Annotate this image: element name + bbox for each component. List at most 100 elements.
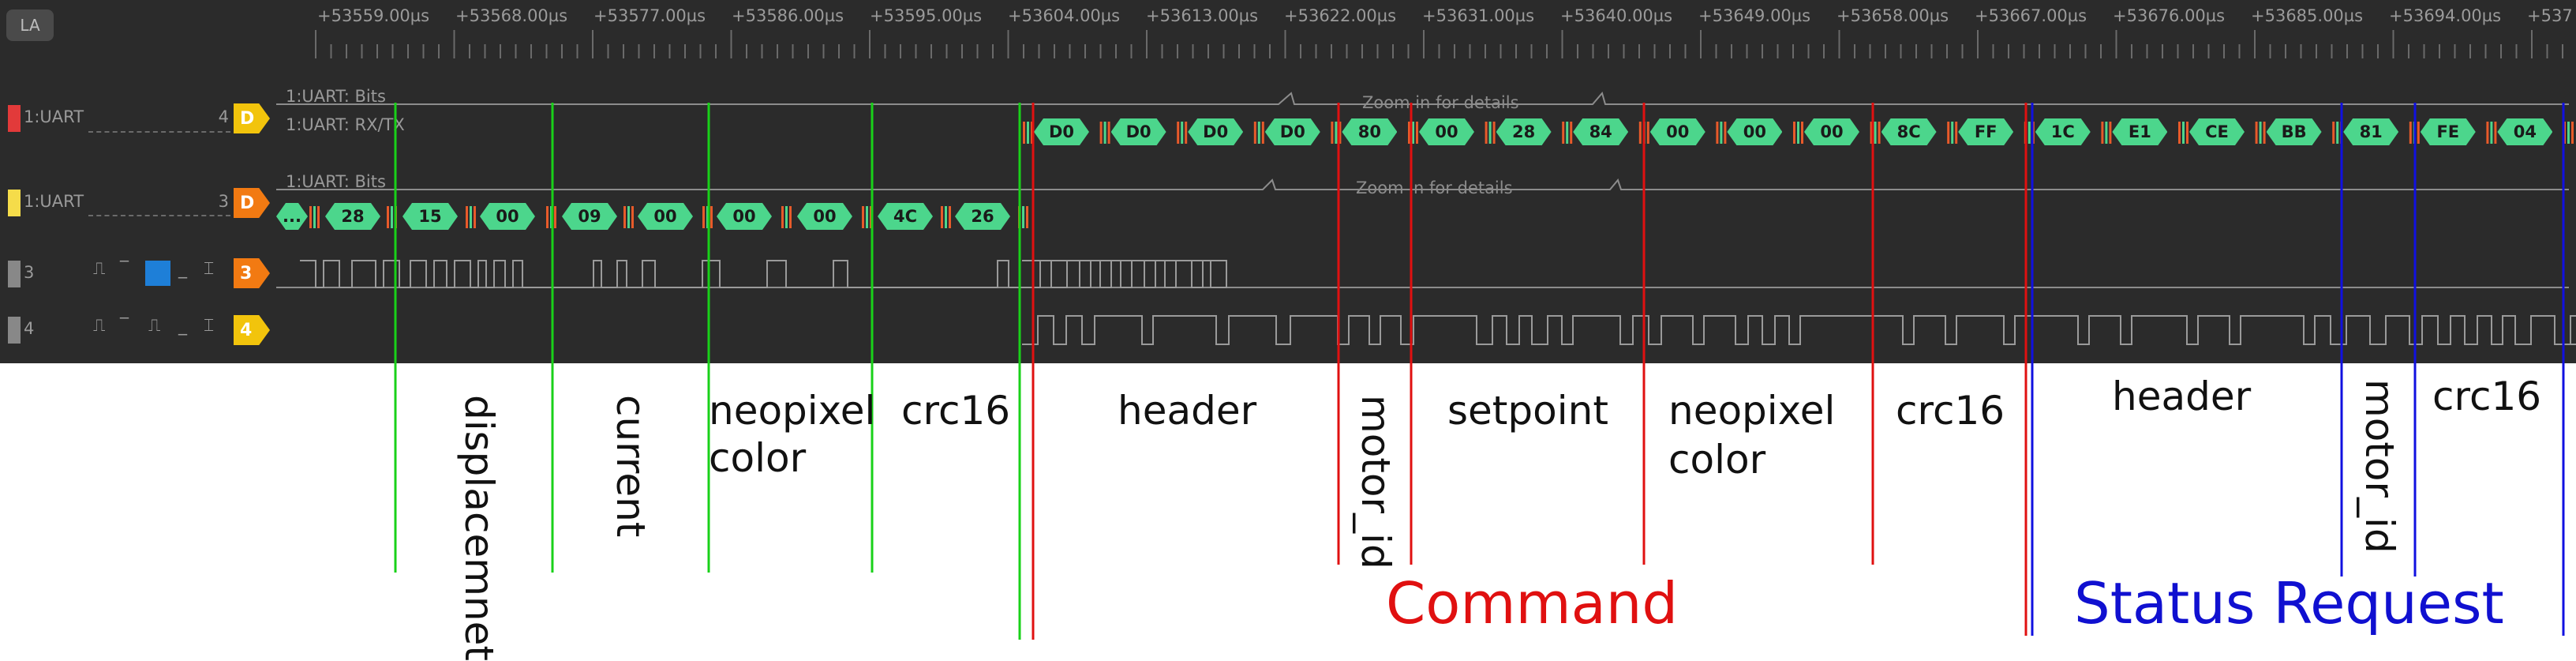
bit-edge-marker bbox=[1878, 122, 1881, 144]
uart-byte[interactable]: 00 bbox=[1650, 118, 1705, 145]
ruler-tick-label: +537 bbox=[2527, 6, 2573, 25]
uart-byte[interactable]: CE bbox=[2189, 118, 2245, 145]
bit-edge-marker bbox=[2178, 122, 2181, 144]
bit-edge-marker bbox=[1947, 122, 1950, 144]
uart-byte[interactable]: FF bbox=[1958, 118, 2013, 145]
uart-byte[interactable]: 00 bbox=[1419, 118, 1474, 145]
trigger-any-edge-icon[interactable]: ⌶ bbox=[204, 259, 215, 279]
bit-edge-marker bbox=[1331, 122, 1334, 144]
ruler-tick-label: +53685.00µs bbox=[2251, 6, 2364, 25]
bit-edge-marker bbox=[702, 206, 705, 228]
channel-name-uart-2[interactable]: 1:UART bbox=[24, 192, 84, 211]
channel-name-3[interactable]: 3 bbox=[24, 263, 35, 282]
bit-edge-marker bbox=[1416, 122, 1418, 144]
bit-edge-marker bbox=[941, 206, 943, 228]
time-ruler[interactable]: +53559.00µs+53568.00µs+53577.00µs+53586.… bbox=[0, 0, 2576, 71]
green-field-markers bbox=[394, 103, 1021, 640]
bit-edge-marker bbox=[631, 206, 634, 228]
uart-byte[interactable]: D0 bbox=[1188, 118, 1243, 145]
bit-edge-marker bbox=[474, 206, 476, 228]
uart-byte[interactable]: D0 bbox=[1111, 118, 1166, 145]
ruler-tick-label: +53658.00µs bbox=[1837, 6, 1949, 25]
bit-edge-marker bbox=[1099, 122, 1103, 144]
bit-edge-marker bbox=[785, 206, 788, 228]
bit-edge-marker bbox=[2409, 122, 2412, 144]
bit-edge-marker bbox=[2263, 122, 2266, 144]
bit-edge-marker bbox=[1724, 122, 1727, 144]
uart-byte[interactable]: 04 bbox=[2497, 118, 2552, 145]
bit-edge-marker bbox=[1716, 122, 1719, 144]
bit-edge-marker bbox=[627, 206, 630, 228]
uart-byte[interactable]: 00 bbox=[717, 203, 772, 230]
bit-edge-marker bbox=[1720, 122, 1723, 144]
bit-edge-marker bbox=[1257, 122, 1260, 144]
bit-edge-marker bbox=[2486, 122, 2489, 144]
bit-edge-marker bbox=[387, 206, 389, 228]
uart-byte[interactable]: 00 bbox=[480, 203, 535, 230]
uart-byte[interactable]: 84 bbox=[1573, 118, 1628, 145]
uart-byte[interactable]: E1 bbox=[2112, 118, 2167, 145]
bit-edge-marker bbox=[546, 206, 549, 228]
digital-trace-3 bbox=[300, 260, 1227, 288]
uart-byte[interactable]: D0 bbox=[1265, 118, 1320, 145]
label-neopixel-color-2a: neopixel bbox=[1668, 388, 1836, 434]
bit-edge-marker bbox=[1870, 122, 1873, 144]
uart-byte[interactable]: 28 bbox=[325, 203, 380, 230]
uart-byte[interactable]: 00 bbox=[638, 203, 693, 230]
ruler-tick-label: +53667.00µs bbox=[1975, 6, 2087, 25]
bit-edge-marker bbox=[1103, 122, 1106, 144]
bit-edge-marker bbox=[554, 206, 556, 228]
decoder-row-label-bits-1: 1:UART: Bits bbox=[286, 87, 386, 106]
channel-name-4[interactable]: 4 bbox=[24, 319, 35, 338]
trigger-low-icon[interactable]: _ bbox=[178, 316, 187, 336]
bit-edge-marker bbox=[862, 206, 864, 228]
ruler-tick-label: +53631.00µs bbox=[1422, 6, 1535, 25]
bit-edge-marker bbox=[1181, 122, 1184, 144]
uart-byte[interactable]: 80 bbox=[1342, 118, 1397, 145]
label-header-2: header bbox=[2112, 374, 2252, 419]
bit-edge-marker bbox=[2101, 122, 2104, 144]
uart-byte[interactable]: 09 bbox=[562, 203, 617, 230]
uart-byte[interactable]: 15 bbox=[402, 203, 458, 230]
bit-edge-marker bbox=[2255, 122, 2258, 144]
trigger-high-icon[interactable]: ‾ bbox=[120, 259, 129, 279]
trigger-any-edge-icon[interactable]: ⌶ bbox=[204, 316, 215, 336]
channel-color-uart-2[interactable] bbox=[8, 190, 21, 216]
trigger-falling-edge-icon[interactable]: ⎍ bbox=[148, 316, 161, 336]
uart-byte[interactable]: 00 bbox=[1727, 118, 1782, 145]
bit-edge-marker bbox=[1874, 122, 1877, 144]
uart-byte[interactable]: BB bbox=[2267, 118, 2322, 145]
bit-edge-marker bbox=[391, 206, 393, 228]
bit-edge-marker bbox=[1107, 122, 1110, 144]
channel-color-uart-1[interactable] bbox=[8, 105, 21, 132]
bit-edge-marker bbox=[313, 206, 316, 228]
trigger-high-icon[interactable]: ‾ bbox=[120, 316, 129, 336]
uart-byte[interactable]: 81 bbox=[2343, 118, 2398, 145]
channel-color-4[interactable] bbox=[8, 317, 21, 344]
bit-edge-marker bbox=[1026, 206, 1028, 228]
uart-byte[interactable]: 26 bbox=[955, 203, 1010, 230]
label-current: current bbox=[608, 395, 653, 538]
channel-color-3[interactable] bbox=[8, 261, 21, 287]
trigger-rising-edge-icon[interactable]: ⎍ bbox=[93, 259, 106, 279]
uart-byte[interactable]: 1C bbox=[2035, 118, 2091, 145]
uart-byte[interactable]: 00 bbox=[1804, 118, 1859, 145]
label-motor-id-1: motor_id bbox=[1353, 395, 1398, 569]
uart-byte[interactable]: 00 bbox=[797, 203, 852, 230]
uart-byte[interactable]: 28 bbox=[1496, 118, 1552, 145]
uart-byte[interactable]: 8C bbox=[1881, 118, 1937, 145]
bits-track-1 bbox=[276, 91, 2569, 105]
uart-byte[interactable]: 4C bbox=[878, 203, 933, 230]
bit-edge-marker bbox=[466, 206, 468, 228]
uart-byte[interactable]: D0 bbox=[1034, 118, 1089, 145]
channel-name-uart-1[interactable]: 1:UART bbox=[24, 107, 84, 126]
la-button[interactable]: LA bbox=[6, 9, 54, 41]
channel-divider bbox=[88, 131, 230, 133]
uart-byte[interactable]: FE bbox=[2421, 118, 2476, 145]
bit-edge-marker bbox=[1488, 122, 1492, 144]
trigger-low-icon[interactable]: _ bbox=[178, 259, 187, 279]
ruler-tick-label: +53694.00µs bbox=[2389, 6, 2502, 25]
trigger-rising-edge-icon[interactable]: ⎍ bbox=[93, 316, 106, 336]
bit-edge-marker bbox=[789, 206, 792, 228]
trigger-falling-edge-selected-icon[interactable] bbox=[145, 261, 170, 286]
